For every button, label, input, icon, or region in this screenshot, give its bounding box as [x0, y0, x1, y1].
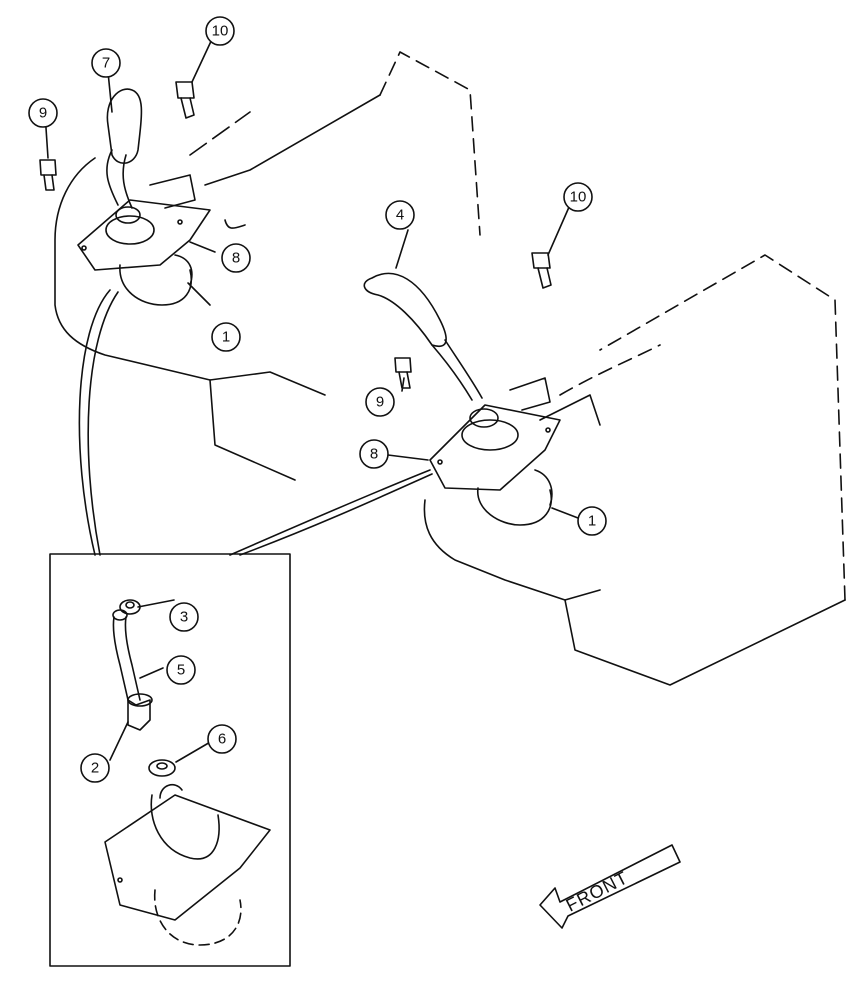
bolt-10-left: [175, 81, 195, 119]
front-label: FRONT: [563, 867, 632, 915]
callout-3-text: 3: [180, 609, 188, 626]
callout-7-text: 7: [102, 55, 110, 72]
leader-lines: [44, 36, 579, 763]
front-arrow-shape: [539, 844, 681, 929]
callout-1-right-text: 1: [588, 513, 596, 530]
callout-8-left-text: 8: [232, 250, 240, 267]
callout-8-right-text: 8: [370, 446, 378, 463]
callout-4-text: 4: [396, 207, 404, 224]
callout-9-right-text: 9: [376, 394, 384, 411]
callout-9-left-text: 9: [39, 105, 47, 122]
callout-10-right: 10: [563, 182, 593, 212]
callout-1-left: 1: [211, 322, 241, 352]
right-console-outline: [423, 254, 846, 686]
callout-8-right: 8: [359, 439, 389, 469]
callout-9-right: 9: [365, 387, 395, 417]
callout-7: 7: [91, 48, 121, 78]
bolt-10-right: [531, 252, 552, 289]
callout-1-right: 1: [577, 506, 607, 536]
callout-5-text: 5: [177, 662, 185, 679]
callout-10-left: 10: [205, 16, 235, 46]
callout-10-right-text: 10: [570, 189, 587, 206]
detail-inset: [49, 289, 433, 967]
right-joystick: [363, 272, 561, 526]
bolt-9-right: [394, 357, 412, 389]
callout-2-text: 2: [91, 760, 99, 777]
callout-4: 4: [385, 200, 415, 230]
callout-2: 2: [80, 753, 110, 783]
callout-5: 5: [166, 655, 196, 685]
callout-1-left-text: 1: [222, 329, 230, 346]
left-console-outline: [54, 51, 481, 481]
callout-9-left: 9: [28, 98, 58, 128]
bolt-9-left: [39, 159, 57, 191]
left-joystick: [77, 88, 211, 306]
callout-8-left: 8: [221, 243, 251, 273]
callout-3: 3: [169, 602, 199, 632]
callout-labels: 7 9 10 8 1 4 10 9: [28, 16, 607, 783]
callout-10-left-text: 10: [212, 23, 229, 40]
callout-6: 6: [207, 724, 237, 754]
callout-6-text: 6: [218, 731, 226, 748]
